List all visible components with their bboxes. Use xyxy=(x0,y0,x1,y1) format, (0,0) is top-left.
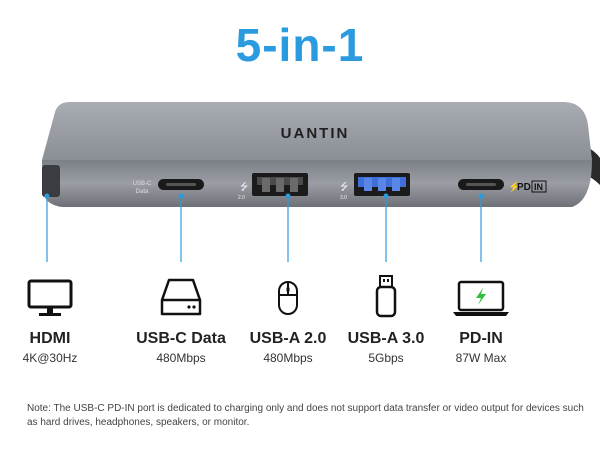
monitor-icon xyxy=(0,270,110,318)
port-pd-in: PD-IN 87W Max xyxy=(421,270,541,365)
mouse-icon xyxy=(228,270,348,318)
port-usba-2: USB-A 2.0 480Mbps xyxy=(228,270,348,365)
hard-drive-icon xyxy=(121,270,241,318)
brand-logo-text: UANTIN xyxy=(281,125,350,142)
in-label: IN xyxy=(534,182,543,192)
usbc-data-label-2: Data xyxy=(136,189,149,195)
port-name: PD-IN xyxy=(459,330,503,347)
hdmi-port xyxy=(42,165,60,197)
usb-symbol-icon: ⭍ xyxy=(240,181,248,193)
port-spec: 480Mbps xyxy=(156,351,206,365)
usba2-speed-label: 2.0 xyxy=(238,195,245,201)
port-spec: 5Gbps xyxy=(368,351,404,365)
port-usba-3: USB-A 3.0 5Gbps xyxy=(326,270,446,365)
port-spec: 480Mbps xyxy=(263,351,313,365)
usb-stick-icon xyxy=(326,270,446,318)
callout-lines xyxy=(46,196,482,220)
usb-symbol-icon: ⭍ xyxy=(340,181,348,193)
port-spec: 4K@30Hz xyxy=(22,351,78,365)
bolt-icon: ⚡ xyxy=(508,180,520,193)
port-hdmi: HDMI 4K@30Hz xyxy=(0,270,110,365)
port-name: USB-C Data xyxy=(136,330,226,347)
footnote: Note: The USB-C PD-IN port is dedicated … xyxy=(27,403,584,428)
port-name: USB-A 3.0 xyxy=(347,330,425,347)
callout-line-extensions xyxy=(46,220,482,262)
laptop-charging-icon xyxy=(421,270,541,318)
usba3-speed-label: 3.0 xyxy=(340,195,347,201)
port-spec: 87W Max xyxy=(455,351,507,365)
port-name: HDMI xyxy=(29,330,71,347)
usbc-data-label-1: USB-C xyxy=(133,181,152,187)
hub-top-face xyxy=(42,102,592,160)
port-usbc-data: USB-C Data 480Mbps xyxy=(121,270,241,365)
port-name: USB-A 2.0 xyxy=(249,330,327,347)
pd-label: PD xyxy=(517,182,531,193)
headline-title: 5-in-1 xyxy=(235,19,365,71)
usb-hub-device: UANTIN USB-C Data ⭍ 2.0 ⭍ 3.0 ⚡ PD IN xyxy=(42,102,600,220)
